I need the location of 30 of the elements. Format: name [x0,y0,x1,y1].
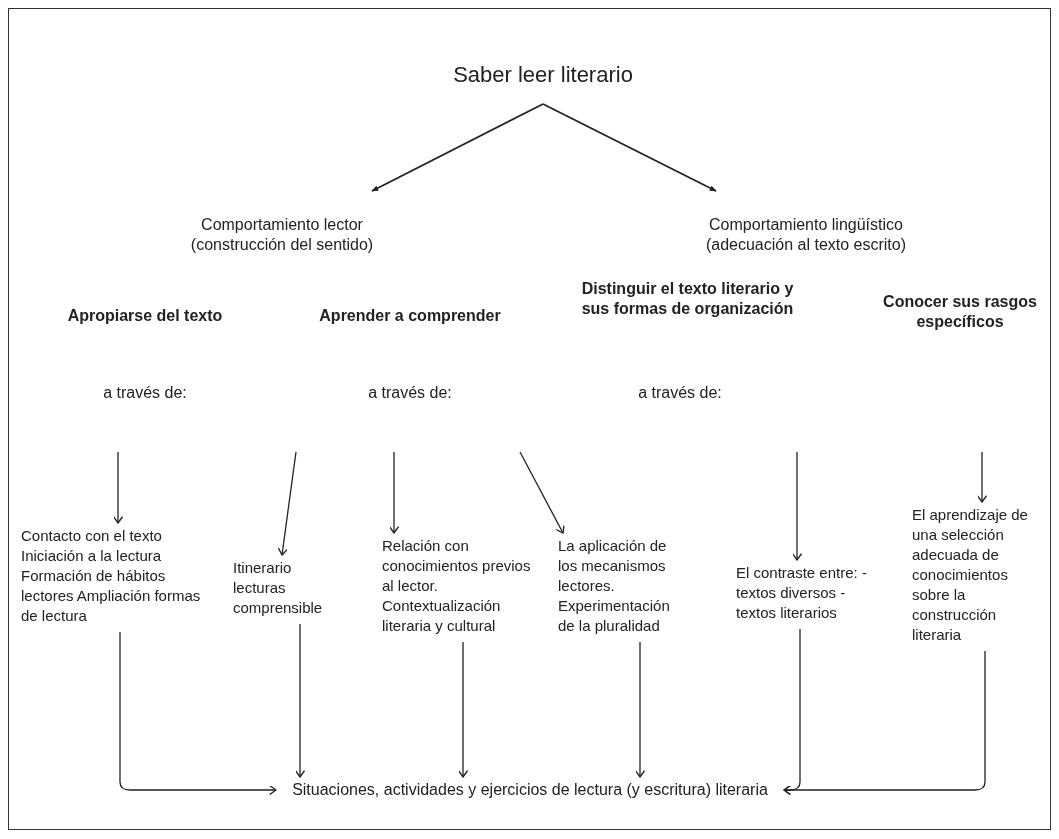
arrow [294,623,306,778]
text-label: El contraste entre: -textos diversos -textos literarios [736,563,884,623]
text-label: Contacto con el texto Iniciación a la lectura Formación de hábitos lectores Ampliación formas de lectura [21,526,206,626]
arrow [634,641,646,778]
text-label: a través de: [102,384,188,402]
text-label: Comportamiento lector (construcción del sentido) [162,215,402,255]
arrow [783,650,986,796]
arrow [277,451,297,556]
text-label: Comportamiento lingüístico (adecuación al texto escrito) [686,215,926,255]
text-label: La aplicación de los mecanismos lectores. Experimentación de la pluralidad [558,536,688,636]
heading-text: Conocer sus rasgos específicos [850,292,1059,332]
heading-text: Aprender a comprender [290,306,530,326]
text-label: Saber leer literario [393,62,693,89]
arrow [119,631,277,796]
arrow [388,451,400,534]
text-label: Itinerario lecturas comprensible [233,558,343,618]
text-label: a través de: [637,384,723,402]
text-label: El aprendizaje de una selección adecuada de conocimientos sobre la construcción literaria [912,505,1030,645]
text-label: Relación con conocimientos previos al lector. Contextualización literaria y cultural [382,536,532,636]
arrow [519,451,565,534]
text-label: Situaciones, actividades y ejercicios de lectura (y escritura) literaria [280,780,780,800]
arrow [371,103,544,192]
arrow [791,451,803,561]
arrow [542,103,717,192]
arrow [457,641,469,778]
heading-text: Distinguir el texto literario y sus formas de organización [570,279,805,319]
arrow [112,451,124,524]
heading-text: Apropiarse del texto [30,306,260,326]
arrow [976,451,988,503]
text-label: a través de: [367,384,453,402]
